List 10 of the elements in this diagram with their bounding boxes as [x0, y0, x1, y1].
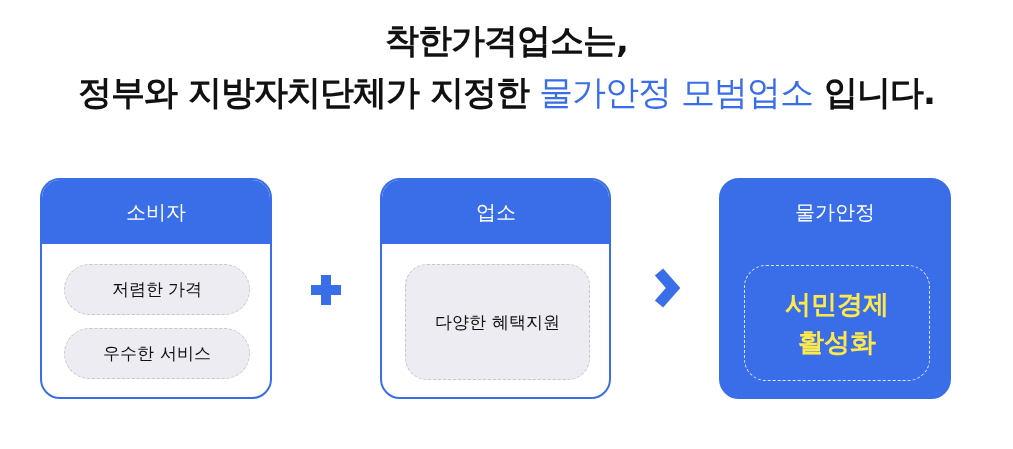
- heading: 착한가격업소는, 정부와 지방자치단체가 지정한 물가안정 모범업소 입니다.: [76, 19, 937, 114]
- card-header: 업소: [382, 180, 609, 244]
- info-card: [40, 178, 272, 399]
- card-header: 소비자: [42, 180, 270, 244]
- pill-label: 우수한 서비스: [64, 328, 250, 379]
- result-box: 서민경제 활성화: [744, 265, 930, 381]
- pill-label: 저렴한 가격: [64, 264, 250, 315]
- result-card: [719, 178, 951, 399]
- benefit-box: 다양한 혜택지원: [405, 264, 590, 380]
- info-card: [380, 178, 611, 399]
